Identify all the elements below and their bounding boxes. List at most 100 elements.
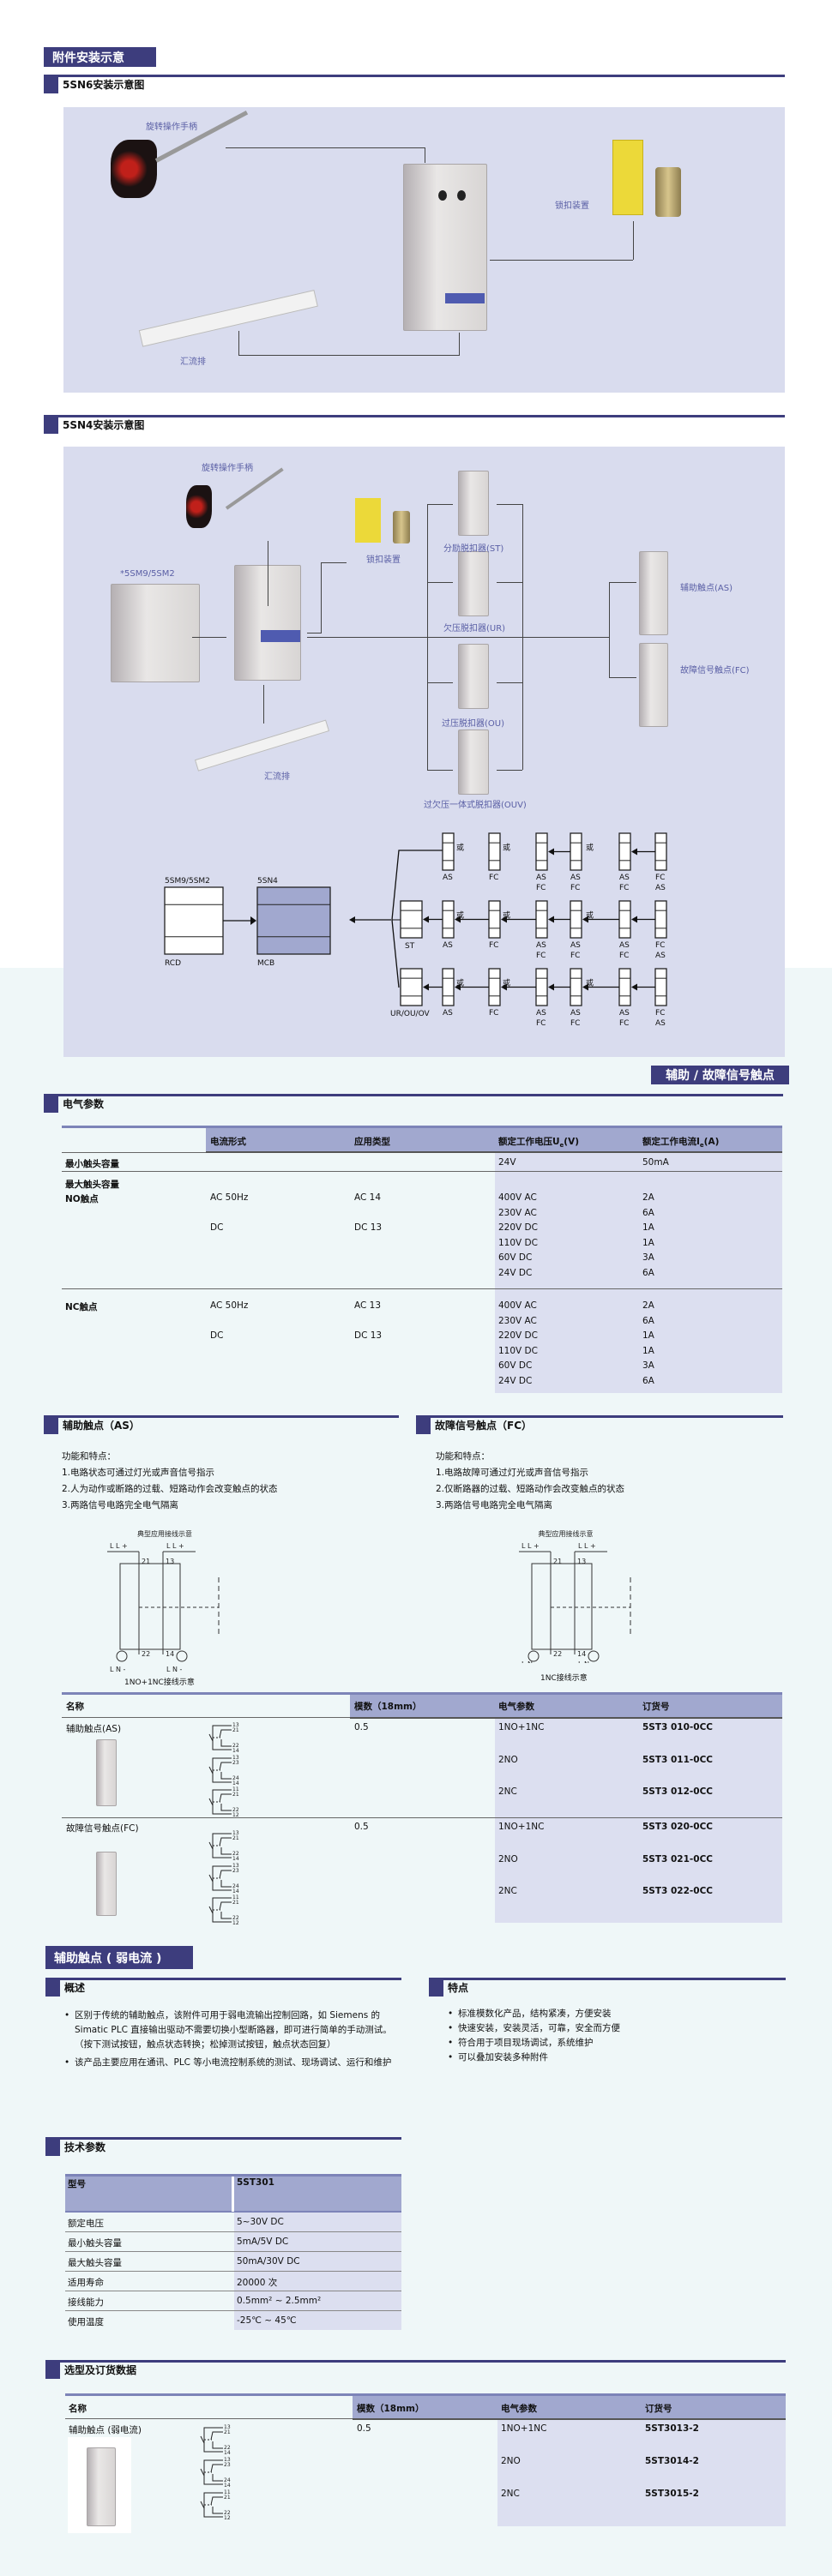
electrical-param: 1NO+1NC bbox=[501, 2423, 547, 2434]
contact-block bbox=[442, 832, 455, 871]
tech-header-model-label: 型号 bbox=[68, 2179, 86, 2189]
arrow-head bbox=[501, 916, 507, 923]
breaker-outline bbox=[119, 1563, 181, 1650]
contact-label: FC bbox=[655, 1009, 665, 1018]
terminal-label: 13 bbox=[577, 1558, 586, 1565]
arrow-head bbox=[349, 916, 355, 923]
contact-label: FC bbox=[655, 874, 665, 882]
contact-blade bbox=[208, 1766, 214, 1774]
rcd-bottom-label: RCD bbox=[165, 959, 181, 968]
contact-label: FC bbox=[570, 952, 580, 960]
section-fc: 故障信号触点（FC） bbox=[416, 1415, 783, 1434]
order-number: 5ST3 010-0CC bbox=[642, 1722, 713, 1732]
terminal-label: 21 bbox=[553, 1558, 562, 1565]
or-label: 或 bbox=[586, 843, 594, 853]
contact-label: AS bbox=[570, 874, 581, 882]
terminal-label: 13 bbox=[166, 1558, 174, 1565]
terminal-label: 14 bbox=[232, 1780, 239, 1786]
contact-label: FC bbox=[536, 884, 546, 892]
terminal-label: 13 bbox=[224, 2424, 231, 2430]
label-handle: 旋转操作手柄 bbox=[202, 464, 253, 473]
contact-block bbox=[618, 900, 631, 939]
electrical-title: 电气参数 bbox=[63, 1098, 105, 1110]
current-form: AC 50Hz bbox=[210, 1300, 249, 1311]
tech-param-value: 5mA/5V DC bbox=[237, 2237, 289, 2247]
padlock-image bbox=[655, 167, 681, 217]
contact-wire bbox=[212, 2507, 223, 2514]
contact-block bbox=[535, 900, 548, 939]
section-5sn6-title: 5SN6安装示意图 bbox=[63, 79, 145, 91]
col-rated-voltage-text: 额定工作电压U bbox=[498, 1137, 560, 1147]
contact-block bbox=[535, 968, 548, 1006]
as-features-title: 功能和特点： bbox=[62, 1451, 116, 1462]
contact-label: FC bbox=[655, 941, 665, 950]
max-capacity-label: 最大触头容量 bbox=[65, 1180, 119, 1190]
terminal-label: L L + bbox=[110, 1542, 128, 1550]
tech-param-label: 使用温度 bbox=[68, 2317, 104, 2327]
electrical-param: 2NC bbox=[501, 2489, 520, 2499]
contact-block bbox=[618, 968, 631, 1006]
utilization-category: DC 13 bbox=[354, 1330, 383, 1341]
rotary-handle-image bbox=[186, 485, 212, 528]
or-label: 或 bbox=[456, 978, 464, 988]
contact-label: FC bbox=[536, 952, 546, 960]
contact-wire bbox=[220, 1879, 232, 1887]
contact-label: FC bbox=[489, 1009, 498, 1018]
section-overview: 概述 bbox=[45, 1978, 401, 1997]
mcb-block bbox=[256, 886, 331, 955]
contact-block bbox=[654, 832, 667, 871]
rated-current: 1A bbox=[642, 1222, 654, 1233]
overview-item: 区别于传统的辅助触点，该附件可用于弱电流输出控制回路，如 Siemens 的 S… bbox=[64, 2009, 403, 2052]
rcd-top-label: 5SM9/5SM2 bbox=[165, 877, 210, 886]
contact-block bbox=[442, 900, 455, 939]
col-rated-current-sub: e bbox=[699, 1142, 704, 1150]
col-rated-voltage-sub: e bbox=[559, 1142, 564, 1150]
order-number: 5ST3015-2 bbox=[645, 2489, 699, 2499]
order-number: 5ST3014-2 bbox=[645, 2456, 699, 2466]
rated-voltage: 230V AC bbox=[498, 1207, 537, 1218]
diagram-5sn4: 旋转操作手柄 *5SM9/5SM2 锁扣装置 分励脱扣器(ST) 欠压脱扣器(U… bbox=[63, 447, 785, 1057]
rated-voltage: 24V DC bbox=[498, 1375, 533, 1386]
lock-device-image bbox=[612, 140, 643, 215]
contact-wire bbox=[220, 1771, 232, 1779]
col-rated-voltage-unit: (V) bbox=[564, 1137, 580, 1147]
min-voltage: 24V bbox=[498, 1157, 516, 1168]
electrical-param: 1NO+1NC bbox=[498, 1722, 545, 1732]
section-tech-params: 技术参数 bbox=[45, 2137, 401, 2156]
contact-label: AS bbox=[655, 884, 666, 892]
contact-label: AS bbox=[443, 874, 453, 882]
rated-current: 6A bbox=[642, 1315, 654, 1326]
as-feature: 1.电路状态可通过灯光或声音信号指示 bbox=[62, 1468, 215, 1478]
terminal-label: 21 bbox=[232, 1900, 239, 1906]
terminal-label: 11 bbox=[224, 2489, 231, 2495]
contact-wire bbox=[212, 2441, 223, 2449]
rotary-handle-image bbox=[111, 140, 157, 198]
label-busbar: 汇流排 bbox=[180, 357, 206, 367]
terminal-label: L N - bbox=[578, 1660, 594, 1663]
col-rated-voltage: 额定工作电压Ue(V) bbox=[498, 1135, 579, 1149]
label-ur: 欠压脱扣器(UR) bbox=[443, 624, 506, 633]
contact-wire bbox=[220, 1912, 232, 1919]
product-photo bbox=[68, 2437, 131, 2533]
tech-param-label: 额定电压 bbox=[68, 2219, 104, 2229]
terminal-label: 21 bbox=[232, 1835, 239, 1841]
fan-line bbox=[391, 919, 400, 988]
as-title: 辅助触点（AS） bbox=[63, 1420, 140, 1432]
shunt-trip-image bbox=[458, 471, 489, 536]
rated-current: 3A bbox=[642, 1360, 654, 1371]
contact-wire bbox=[219, 1870, 232, 1878]
contact-label: FC bbox=[489, 874, 498, 882]
electrical-param: 2NC bbox=[498, 1886, 517, 1896]
contact-block bbox=[535, 832, 548, 871]
terminal-label: 12 bbox=[224, 2515, 231, 2521]
rated-current: 6A bbox=[642, 1207, 654, 1218]
col-current-form: 电流形式 bbox=[210, 1137, 246, 1147]
contact-block bbox=[618, 832, 631, 871]
contact-blade bbox=[208, 1841, 214, 1850]
contact-wire bbox=[219, 1837, 232, 1846]
